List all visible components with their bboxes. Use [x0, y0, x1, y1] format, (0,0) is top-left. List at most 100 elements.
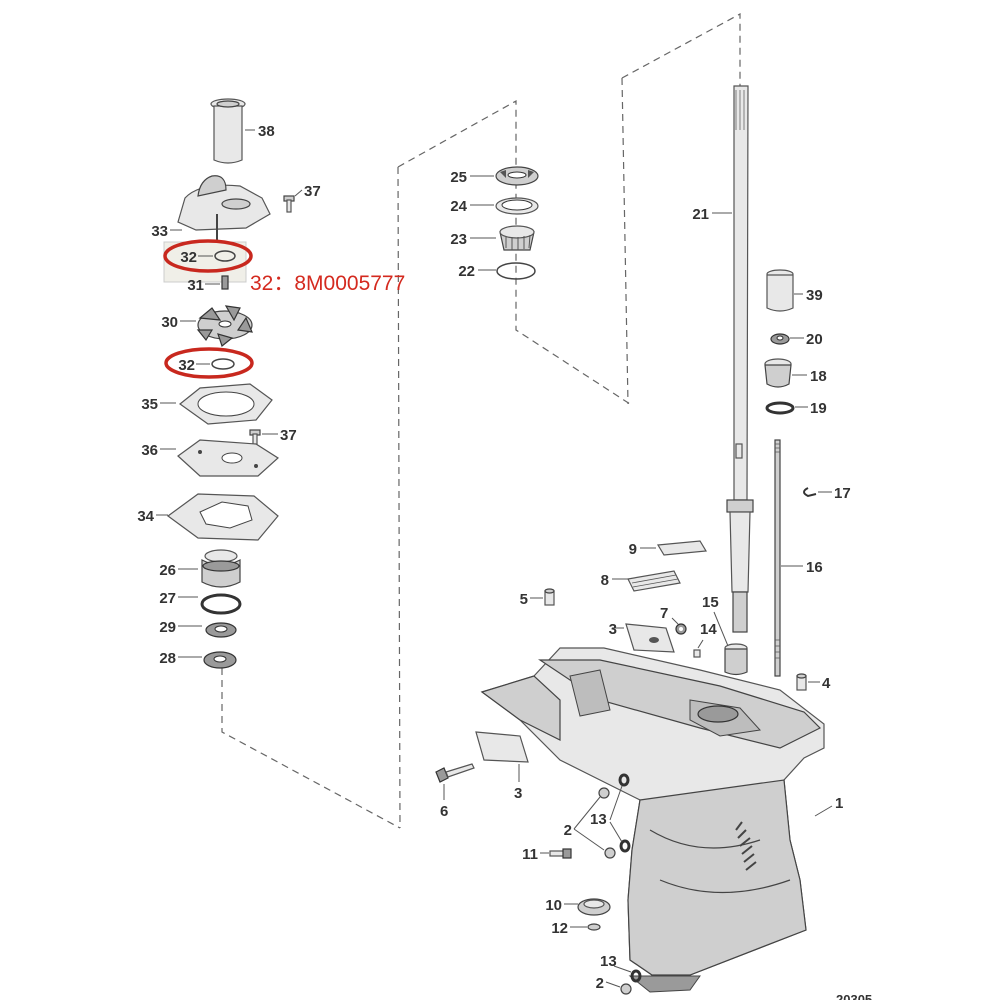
- part-15-bushing: [724, 643, 748, 676]
- callout-2-mid: 2: [564, 822, 572, 839]
- part-4-dowel: [796, 673, 807, 691]
- part-21-drive-shaft: [726, 85, 754, 633]
- callout-32-lower: 32: [178, 357, 195, 374]
- part-7-nut: [675, 623, 687, 635]
- bearing-group-box: [397, 99, 631, 405]
- part-35-gasket: [179, 383, 273, 425]
- part-39-sleeve: [766, 269, 794, 312]
- part-34-gasket: [166, 493, 279, 541]
- callout-26: 26: [159, 562, 176, 579]
- part-36-plate: [177, 439, 279, 477]
- callout-36: 36: [141, 442, 158, 459]
- part-31-key: [221, 275, 229, 290]
- part-32-washer-upper: [214, 250, 236, 262]
- part-8-plate: [627, 570, 681, 592]
- callout-24: 24: [450, 198, 467, 215]
- part-33-pump-housing: [177, 175, 271, 250]
- callout-28: 28: [159, 650, 176, 667]
- callout-27: 27: [159, 590, 176, 607]
- part-1-gear-housing: [480, 647, 825, 993]
- bearing-group-left: [397, 166, 401, 829]
- part-16-shift-shaft: [774, 439, 781, 677]
- callout-20: 20: [806, 331, 823, 348]
- part-11-screw: [549, 848, 572, 859]
- part-27-o-ring: [200, 593, 242, 615]
- callout-32-upper: 32: [180, 249, 197, 266]
- callout-38: 38: [258, 123, 275, 140]
- part-13-washer-bottom: [630, 969, 642, 983]
- highlight-circle-lower: [164, 347, 254, 379]
- part-3-anode-upper: [625, 623, 675, 653]
- callout-5: 5: [520, 591, 528, 608]
- callout-25: 25: [450, 169, 467, 186]
- callout-8: 8: [601, 572, 609, 589]
- part-number-annotation: 32：8M0005777: [250, 272, 405, 295]
- callout-9: 9: [629, 541, 637, 558]
- shaft-group-box: [621, 12, 741, 330]
- part-17-clip: [803, 487, 817, 498]
- part-18-bushing: [764, 358, 792, 388]
- callout-4: 4: [822, 675, 831, 692]
- part-2-screw-bottom: [620, 983, 632, 995]
- callout-10: 10: [545, 897, 562, 914]
- callout-6: 6: [440, 803, 448, 820]
- part-19-o-ring: [765, 401, 795, 415]
- callout-3-lower: 3: [514, 785, 522, 802]
- callout-29: 29: [159, 619, 176, 636]
- part-30-impeller: [196, 305, 253, 348]
- callout-13-bottom: 13: [600, 953, 617, 970]
- callout-37-top: 37: [304, 183, 321, 200]
- callout-7: 7: [660, 605, 668, 622]
- callout-23: 23: [450, 231, 467, 248]
- part-28-seal: [203, 651, 237, 669]
- part-29-seal: [205, 622, 237, 638]
- shaft-group-left: [621, 77, 629, 405]
- part-2-screw-lower: [604, 847, 616, 859]
- pump-group-line: [221, 668, 401, 829]
- callout-14: 14: [700, 621, 717, 638]
- part-37-screw: [283, 195, 295, 213]
- callout-2-bottom: 2: [596, 975, 604, 992]
- callout-33: 33: [151, 223, 168, 240]
- part-20-seal: [770, 333, 790, 345]
- part-25-bearing-cup: [495, 166, 539, 186]
- callout-15: 15: [702, 594, 719, 611]
- part-13-washer-lower: [619, 839, 631, 853]
- part-6-bolt: [435, 763, 475, 783]
- callout-1: 1: [835, 795, 843, 812]
- part-10-plug: [577, 898, 611, 916]
- part-2-screw-upper: [598, 787, 610, 799]
- callout-22: 22: [458, 263, 475, 280]
- part-32-washer-lower: [211, 358, 235, 370]
- part-22-o-ring: [496, 262, 536, 280]
- part-38-tube: [210, 98, 246, 164]
- callout-39: 39: [806, 287, 823, 304]
- part-23-tapered-bearing: [499, 225, 535, 251]
- callout-12: 12: [551, 920, 568, 937]
- part-9-plate: [656, 540, 708, 556]
- callout-21: 21: [692, 206, 709, 223]
- callout-11: 11: [522, 846, 538, 863]
- part-26-seal-housing: [201, 549, 241, 588]
- callout-17: 17: [834, 485, 851, 502]
- callout-18: 18: [810, 368, 827, 385]
- callout-37-mid: 37: [280, 427, 297, 444]
- part-24-bearing-race: [495, 197, 539, 215]
- callout-31: 31: [187, 277, 204, 294]
- callout-35: 35: [141, 396, 158, 413]
- part-5-dowel: [544, 588, 555, 606]
- callout-34: 34: [137, 508, 154, 525]
- callout-3-upper: 3: [609, 621, 617, 638]
- callout-19: 19: [810, 400, 827, 417]
- callout-30: 30: [161, 314, 178, 331]
- callout-13-mid: 13: [590, 811, 607, 828]
- part-12-washer: [587, 923, 601, 931]
- part-3-anode-lower: [475, 731, 529, 763]
- callout-16: 16: [806, 559, 823, 576]
- document-id: 20305: [836, 992, 872, 1000]
- part-13-washer-upper: [618, 773, 630, 787]
- part-14-pin: [693, 649, 701, 658]
- highlight-circle-upper: [163, 239, 253, 273]
